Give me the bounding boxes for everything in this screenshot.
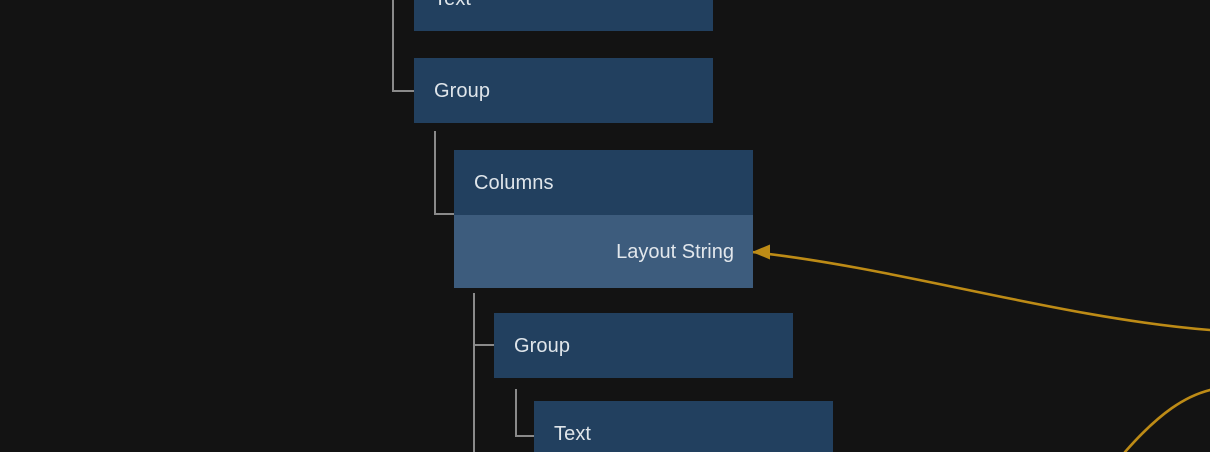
connector-to-group-upper <box>392 0 414 92</box>
node-label: Group <box>514 334 571 357</box>
node-header[interactable]: Text <box>534 401 833 452</box>
node-property-row-layout-string[interactable]: Layout String <box>454 215 753 288</box>
curve-lower-right <box>1123 388 1210 452</box>
node-header[interactable]: Group <box>414 58 713 123</box>
connector-to-columns <box>434 131 455 215</box>
arrow-to-layout-string <box>750 250 1210 332</box>
node-text-top[interactable]: Text <box>414 0 713 31</box>
node-group-lower[interactable]: Group <box>494 313 793 378</box>
node-header[interactable]: Text <box>414 0 713 31</box>
node-label: Columns <box>474 171 554 194</box>
connector-to-text-bottom <box>515 389 534 437</box>
node-label: Group <box>434 79 491 102</box>
node-group-upper[interactable]: Group <box>414 58 713 123</box>
node-header[interactable]: Group <box>494 313 793 378</box>
node-label: Text <box>554 422 592 445</box>
connector-to-group-lower <box>473 293 494 346</box>
arrow-to-layout-string-arrowhead-icon <box>752 244 770 260</box>
node-property-label: Layout String <box>616 240 734 263</box>
node-label: Text <box>434 0 471 11</box>
node-header[interactable]: Columns <box>454 150 753 215</box>
node-columns[interactable]: Columns Layout String <box>454 150 753 288</box>
node-text-bottom[interactable]: Text <box>534 401 833 452</box>
